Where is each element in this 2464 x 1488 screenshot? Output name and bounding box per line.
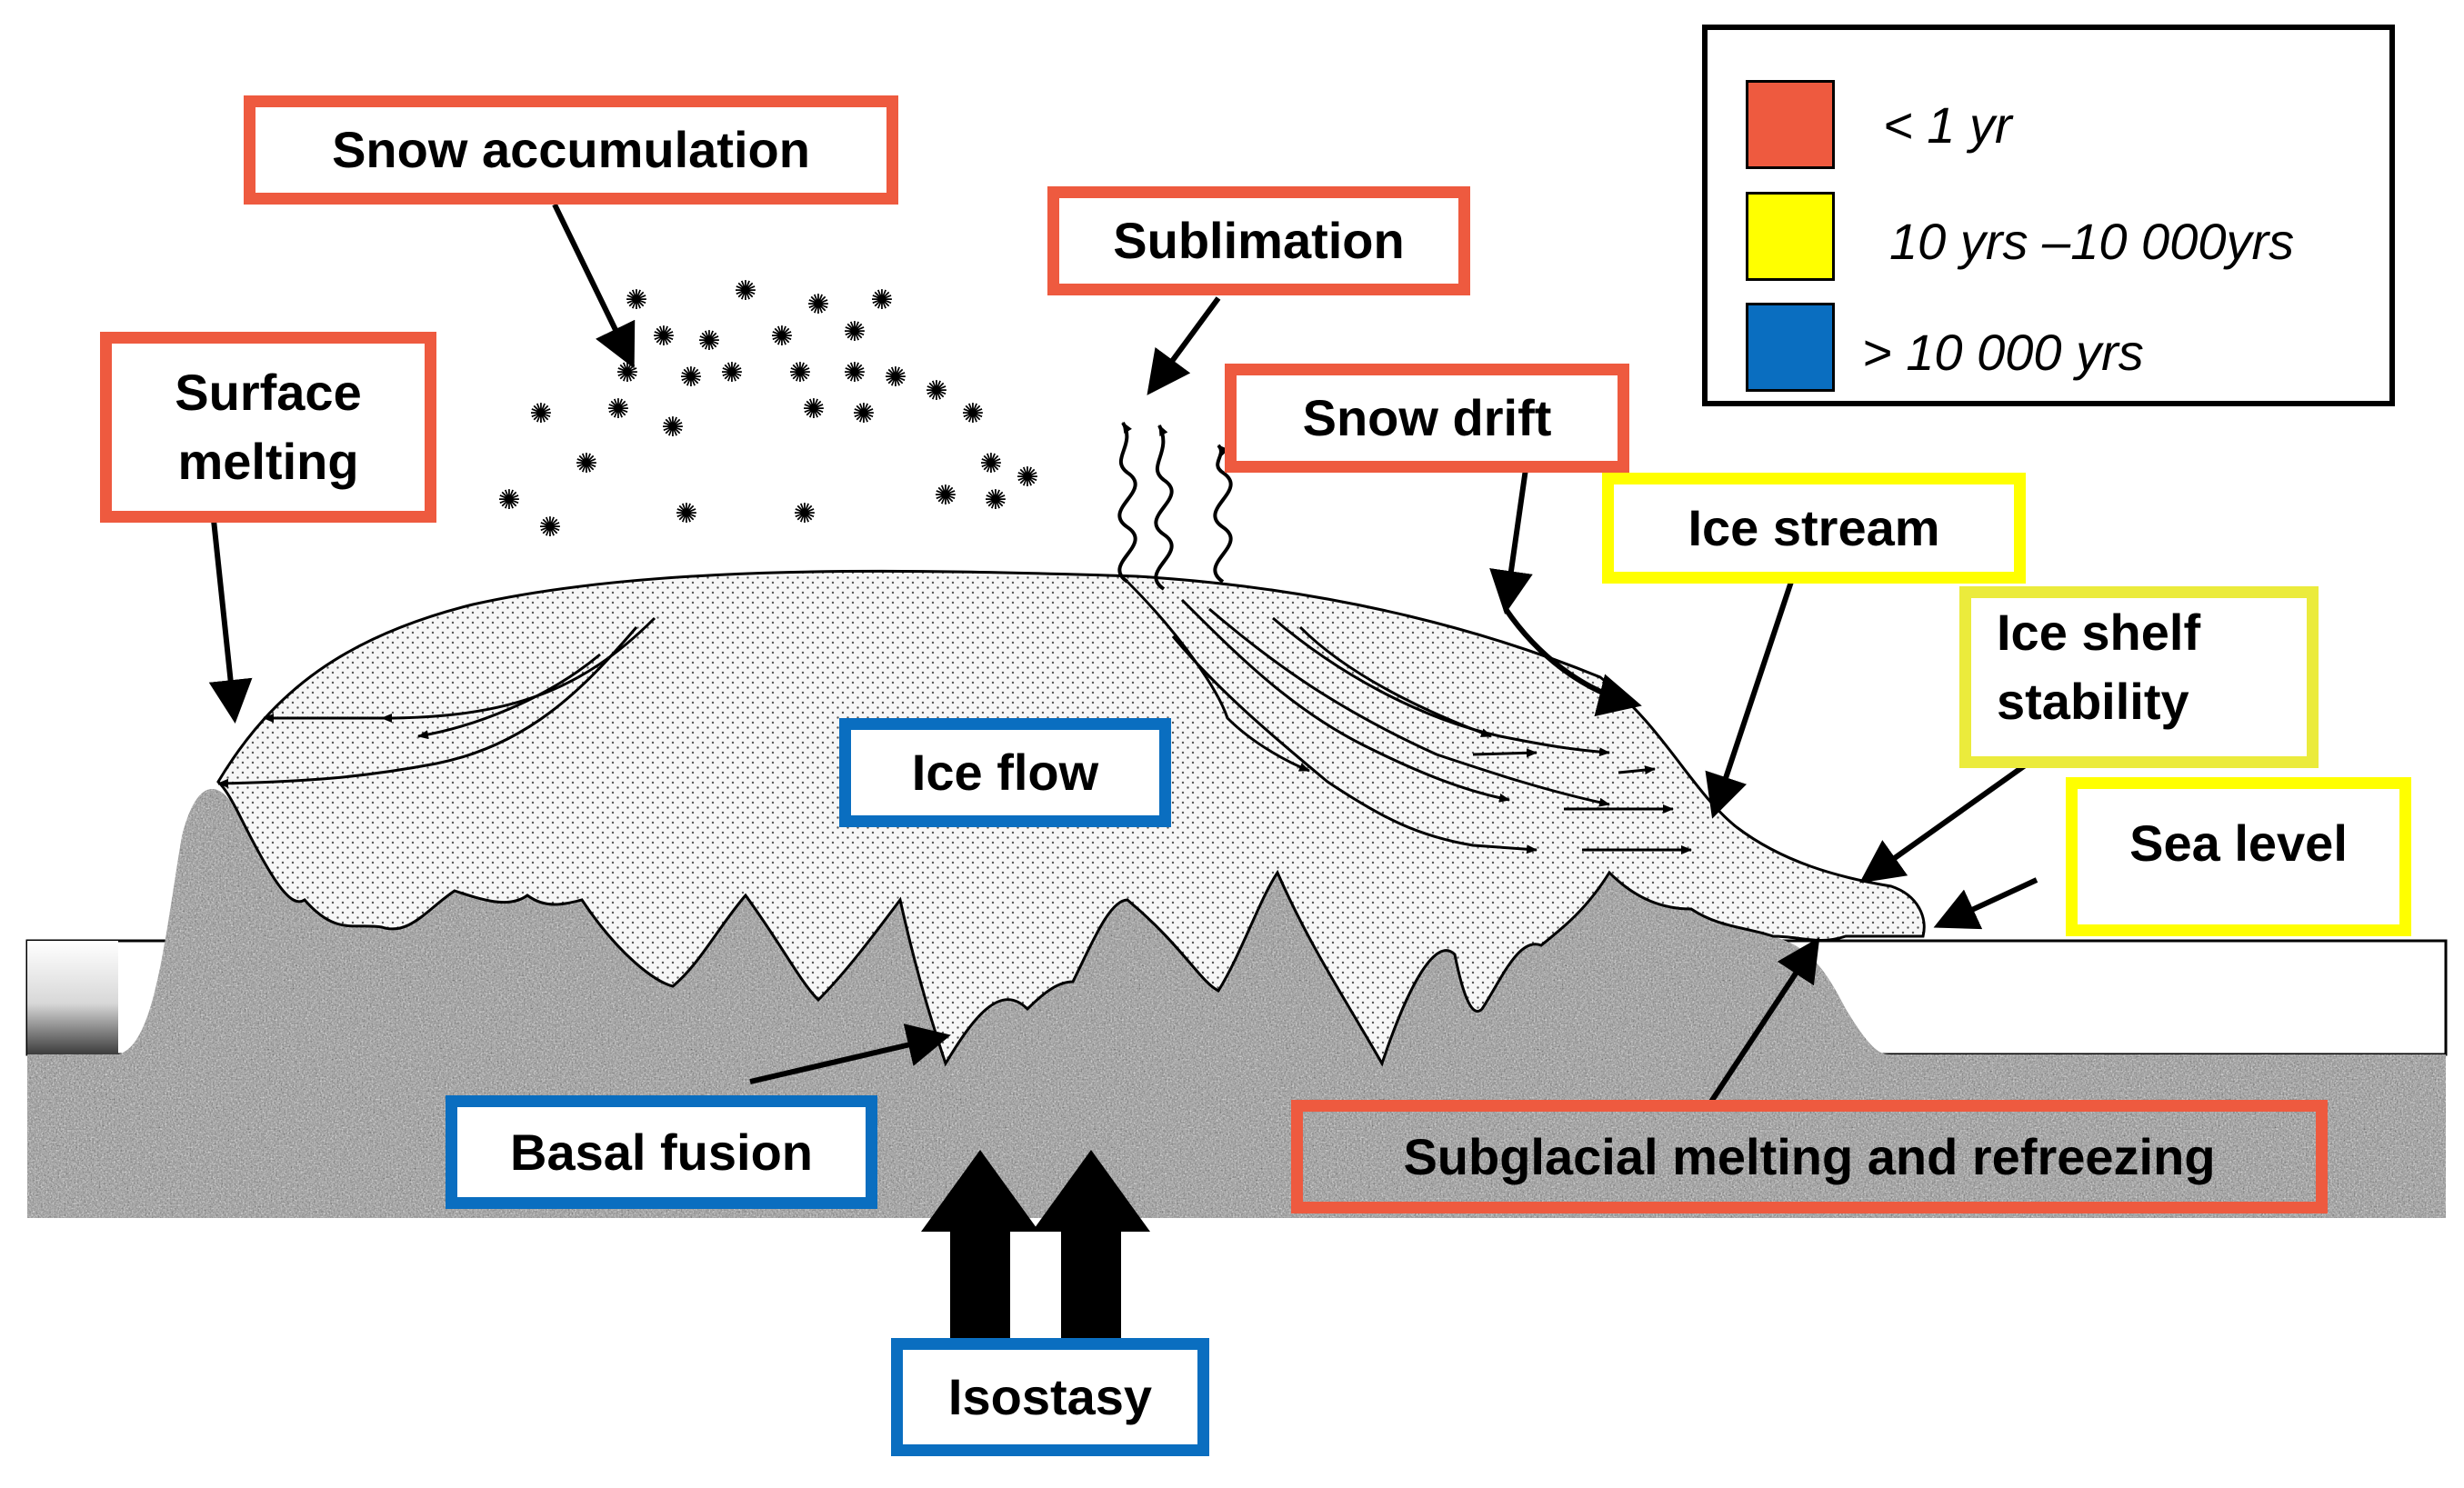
basal-fusion-text: Basal fusion bbox=[510, 1123, 813, 1181]
basal-fusion-arrow bbox=[749, 1024, 951, 1084]
sublimation-vapor bbox=[1117, 421, 1233, 591]
snowflake-icon: ✺ bbox=[984, 484, 1007, 516]
legend-swatch-short bbox=[1746, 80, 1835, 169]
sublimation-arrow bbox=[1147, 296, 1221, 395]
isostasy-text: Isostasy bbox=[947, 1368, 1153, 1426]
flow-line bbox=[217, 626, 638, 788]
legend-label-short: < 1 yr bbox=[1883, 96, 2012, 154]
snow-drift-text: Snow drift bbox=[1302, 389, 1552, 447]
snowflake-icon: ✺ bbox=[734, 275, 756, 307]
snowflake-icon: ✺ bbox=[720, 357, 743, 389]
ice-stream-label: Ice stream bbox=[1602, 473, 2026, 584]
snowflake-icon: ✺ bbox=[788, 357, 811, 389]
sublimation-label: Sublimation bbox=[1047, 186, 1470, 295]
surface-melting-text-line2: melting bbox=[177, 433, 359, 490]
snowflake-icon: ✺ bbox=[652, 321, 675, 353]
flow-line bbox=[1180, 598, 1510, 803]
isostasy-label: Isostasy bbox=[891, 1338, 1209, 1456]
snowflake-icon: ✺ bbox=[606, 394, 629, 425]
snowflake-icon: ✺ bbox=[616, 357, 638, 389]
snowflake-icon: ✺ bbox=[538, 512, 561, 544]
snow-accumulation-label: Snow accumulation bbox=[244, 95, 898, 205]
ice-shelf-stability-label: Ice shelf stability bbox=[1959, 586, 2319, 768]
vapor-wave-icon bbox=[1154, 424, 1174, 591]
ice-flow-arrows bbox=[217, 580, 1692, 854]
snowflake-icon: ✺ bbox=[697, 325, 720, 357]
isostasy-up-arrow-icon bbox=[921, 1150, 1039, 1338]
snowflake-icon: ✺ bbox=[961, 398, 984, 430]
snowflake-icon: ✺ bbox=[806, 289, 829, 321]
isostasy-arrows bbox=[921, 1150, 1150, 1338]
ice-shelf-arrow bbox=[1859, 761, 2029, 884]
surface-melting-label: Surface melting bbox=[100, 332, 436, 523]
snow-accumulation-arrow bbox=[552, 203, 636, 369]
snowflake-icon: ✺ bbox=[675, 498, 697, 530]
legend-swatch-medium bbox=[1746, 192, 1835, 281]
snowflake-icon: ✺ bbox=[843, 357, 866, 389]
flow-line bbox=[417, 653, 601, 740]
snowflake-icon: ✺ bbox=[625, 285, 647, 316]
ice-shelf-text-line2: stability bbox=[1997, 672, 2189, 730]
snowflake-icon: ✺ bbox=[802, 394, 825, 425]
legend: < 1 yr 10 yrs –10 000yrs > 10 000 yrs bbox=[1702, 25, 2395, 406]
legend-swatch-long bbox=[1746, 303, 1835, 392]
snow-drift-arrow bbox=[1489, 468, 1533, 614]
subglacial-label: Subglacial melting and refreezing bbox=[1291, 1100, 2328, 1213]
sea-level-label: Sea level bbox=[2066, 777, 2411, 936]
snow-drift-curve bbox=[1503, 607, 1642, 717]
snowflake-icon: ✺ bbox=[793, 498, 816, 530]
legend-label-long: > 10 000 yrs bbox=[1862, 324, 2144, 381]
snow-drift-label: Snow drift bbox=[1225, 364, 1629, 473]
snowflake-icon: ✺ bbox=[1016, 462, 1038, 494]
snowflake-icon: ✺ bbox=[979, 448, 1002, 480]
surface-melting-text-line1: Surface bbox=[175, 364, 362, 422]
legend-label-medium: 10 yrs –10 000yrs bbox=[1889, 213, 2295, 270]
flow-line bbox=[1171, 635, 1537, 854]
flow-line bbox=[1472, 748, 1537, 758]
snowflake-icon: ✺ bbox=[575, 448, 597, 480]
ice-stream-text: Ice stream bbox=[1688, 499, 1940, 557]
vapor-wave-icon bbox=[1117, 421, 1137, 584]
snowflake-icon: ✺ bbox=[679, 362, 702, 394]
subglacial-text: Subglacial melting and refreezing bbox=[1403, 1127, 2216, 1185]
snowflake-icon: ✺ bbox=[870, 285, 893, 316]
pointer-arrows bbox=[208, 203, 2038, 1106]
ice-stream-arrow bbox=[1705, 567, 1798, 819]
snowflake-icon: ✺ bbox=[529, 398, 552, 430]
snowflake-icon: ✺ bbox=[661, 412, 684, 444]
snowflake-icon: ✺ bbox=[770, 321, 793, 353]
sea-level-text: Sea level bbox=[2129, 814, 2348, 872]
subglacial-arrow bbox=[1707, 936, 1820, 1106]
flow-line bbox=[1618, 765, 1656, 775]
surface-melting-arrow bbox=[208, 519, 253, 724]
flow-line bbox=[1126, 580, 1310, 773]
vapor-wave-icon bbox=[1213, 444, 1233, 584]
isostasy-up-arrow-icon bbox=[1032, 1150, 1150, 1338]
snowflake-icon: ✺ bbox=[852, 398, 875, 430]
flow-line bbox=[1298, 625, 1492, 738]
snowflake-icon: ✺ bbox=[497, 484, 520, 516]
snowflake-icon: ✺ bbox=[934, 480, 957, 512]
sea-level-arrow bbox=[1933, 877, 2038, 930]
ice-shelf-text-line1: Ice shelf bbox=[1997, 604, 2201, 661]
sublimation-text: Sublimation bbox=[1113, 212, 1405, 270]
ice-flow-text: Ice flow bbox=[911, 744, 1099, 802]
flow-line bbox=[1208, 607, 1610, 807]
basal-fusion-label: Basal fusion bbox=[446, 1095, 877, 1209]
snowflake-icon: ✺ bbox=[925, 375, 947, 407]
snowflake-icon: ✺ bbox=[843, 316, 866, 348]
snowflakes: ✺ ✺ ✺ ✺ ✺ ✺ ✺ ✺ ✺ ✺ ✺ ✺ ✺ ✺ ✺ ✺ ✺ ✺ ✺ ✺ … bbox=[497, 275, 1038, 544]
ice-flow-label: Ice flow bbox=[839, 718, 1171, 827]
snow-accumulation-text: Snow accumulation bbox=[332, 121, 810, 179]
snowflake-icon: ✺ bbox=[884, 362, 906, 394]
